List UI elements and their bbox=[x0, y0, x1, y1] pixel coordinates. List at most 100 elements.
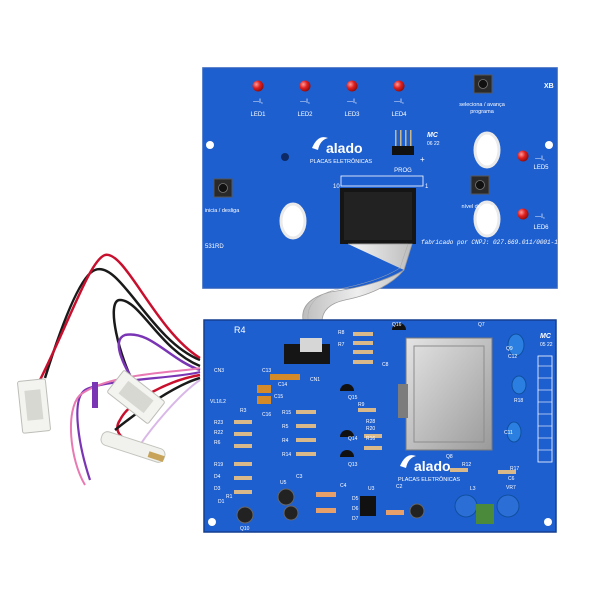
relay bbox=[398, 337, 493, 451]
designator-label: Q16 bbox=[392, 322, 402, 328]
wire-harness bbox=[17, 253, 201, 486]
electrolytic-cap bbox=[236, 506, 254, 524]
resistor-array bbox=[234, 332, 516, 515]
transistor bbox=[340, 450, 354, 457]
connector-housing bbox=[17, 378, 51, 434]
small-hole bbox=[281, 153, 289, 161]
designator-labels: CN3VL1/L2R23R22R6R3R19D4D3D1R1C16C14C13C… bbox=[210, 322, 523, 532]
led-3-label: LED3 bbox=[344, 112, 360, 118]
svg-text:—Ⅰ꜀: —Ⅰ꜀ bbox=[300, 99, 310, 105]
connector-housing bbox=[100, 431, 166, 463]
bottom-brand-sub: PLACAS ELETRÔNICAS bbox=[398, 476, 460, 483]
mount-hole bbox=[545, 141, 553, 149]
inductor bbox=[476, 504, 494, 524]
led-6-label: LED6 bbox=[533, 225, 549, 231]
designator-label: C15 bbox=[274, 394, 283, 400]
designator-label: D3 bbox=[214, 486, 221, 492]
designator-label: C8 bbox=[382, 362, 389, 368]
designator-label: C12 bbox=[508, 354, 517, 360]
select-button[interactable] bbox=[473, 74, 493, 94]
designator-label: C11 bbox=[504, 430, 513, 436]
designator-label: R12 bbox=[462, 462, 471, 468]
electrolytic-cap bbox=[277, 488, 295, 506]
ic-chip bbox=[360, 496, 376, 516]
mount-hole bbox=[208, 518, 216, 526]
designator-label: D4 bbox=[214, 474, 221, 480]
capacitor-yellow bbox=[270, 374, 300, 380]
designator-label: U5 bbox=[280, 480, 287, 486]
prog-label: PROG bbox=[394, 168, 412, 174]
led-5: —Ⅰ꜀ LED5 bbox=[517, 150, 549, 171]
svg-text:+: + bbox=[420, 155, 425, 164]
board-cutout bbox=[279, 202, 307, 240]
designator-label: C16 bbox=[262, 412, 271, 418]
top-stamp-date: 06 22 bbox=[427, 141, 440, 147]
transistor bbox=[340, 430, 354, 437]
designator-label: CN1 bbox=[310, 377, 320, 383]
led-1: —Ⅰ꜀ LED1 bbox=[250, 80, 266, 118]
designator-label: Q8 bbox=[446, 454, 453, 460]
select-button-label: seleciona / avança bbox=[459, 102, 505, 108]
capacitor-yellow bbox=[257, 396, 271, 404]
designator-label: C2 bbox=[396, 484, 403, 490]
designator-label: Q7 bbox=[478, 322, 485, 328]
select-button-sublabel: programa bbox=[470, 109, 494, 115]
designator-label: R7 bbox=[338, 342, 345, 348]
electrolytic-cap bbox=[283, 505, 299, 521]
led-3: —Ⅰ꜀ LED3 bbox=[344, 80, 360, 118]
water-level-button[interactable] bbox=[470, 175, 490, 195]
designator-label: Q10 bbox=[240, 526, 250, 532]
svg-text:XB: XB bbox=[544, 83, 554, 90]
designator-label: C13 bbox=[262, 368, 271, 374]
bottom-brand-name: alado bbox=[414, 458, 451, 474]
connector-housing bbox=[107, 370, 165, 424]
svg-text:—Ⅰ꜀: —Ⅰ꜀ bbox=[394, 99, 404, 105]
bottom-pcb-board: R4 MC 05 22 bbox=[203, 319, 557, 533]
designator-label: R17 bbox=[510, 466, 519, 472]
start-button[interactable] bbox=[213, 178, 233, 198]
designator-label: VR7 bbox=[506, 485, 516, 491]
designator-label: R9 bbox=[358, 402, 365, 408]
led-1-label: LED1 bbox=[250, 112, 266, 118]
designator-label: Q13 bbox=[348, 462, 358, 468]
ribbon-connector-top bbox=[340, 188, 416, 244]
board-cutout bbox=[473, 200, 501, 238]
designator-label: L3 bbox=[470, 486, 476, 492]
top-pcb-board: —Ⅰ꜀ LED1 —Ⅰ꜀ LED2 —Ⅰ꜀ LED3 —Ⅰ꜀ LED4 —Ⅰ꜀ … bbox=[202, 67, 562, 289]
ref-r4: R4 bbox=[234, 325, 246, 335]
designator-label: D7 bbox=[352, 516, 359, 522]
designator-label: R23 bbox=[214, 420, 223, 426]
designator-label: R16 bbox=[366, 436, 375, 442]
capacitor bbox=[507, 333, 525, 357]
led-6: —Ⅰ꜀ LED6 bbox=[517, 208, 549, 231]
connector-pin-10: 10 bbox=[333, 184, 340, 190]
top-stamp: MC bbox=[427, 132, 439, 139]
pin-strip bbox=[537, 355, 553, 463]
led-2-label: LED2 bbox=[297, 112, 313, 118]
designator-label: C6 bbox=[508, 476, 515, 482]
svg-text:—Ⅰ꜀: —Ⅰ꜀ bbox=[347, 99, 357, 105]
designator-label: C4 bbox=[340, 483, 347, 489]
top-board-code: 531RD bbox=[205, 244, 224, 250]
designator-label: R5 bbox=[282, 424, 289, 430]
designator-label: R3 bbox=[240, 408, 247, 414]
designator-label: R19 bbox=[214, 462, 223, 468]
designator-label: R18 bbox=[514, 398, 523, 404]
svg-text:—Ⅰ꜀: —Ⅰ꜀ bbox=[253, 99, 263, 105]
top-brand-sub: PLACAS ELETRÔNICAS bbox=[310, 158, 372, 165]
designator-label: R6 bbox=[214, 440, 221, 446]
alado-logo-bottom: alado PLACAS ELETRÔNICAS bbox=[398, 455, 460, 483]
svg-text:—Ⅰ꜀: —Ⅰ꜀ bbox=[535, 156, 545, 162]
led-2: —Ⅰ꜀ LED2 bbox=[297, 80, 313, 118]
water-level-button-label: nível de água bbox=[461, 204, 495, 210]
designator-label: R28 bbox=[366, 419, 375, 425]
manufacturer-footer: fabricado por CNPJ: 027.669.011/0001-15 bbox=[421, 239, 562, 246]
svg-text:—Ⅰ꜀: —Ⅰ꜀ bbox=[535, 214, 545, 220]
capacitor-yellow bbox=[257, 385, 271, 393]
led-5-label: LED5 bbox=[533, 165, 549, 171]
start-button-label: inicia / desliga bbox=[205, 208, 240, 214]
mount-hole bbox=[544, 518, 552, 526]
designator-label: R14 bbox=[282, 452, 291, 458]
designator-label: VL1/L2 bbox=[210, 399, 226, 405]
